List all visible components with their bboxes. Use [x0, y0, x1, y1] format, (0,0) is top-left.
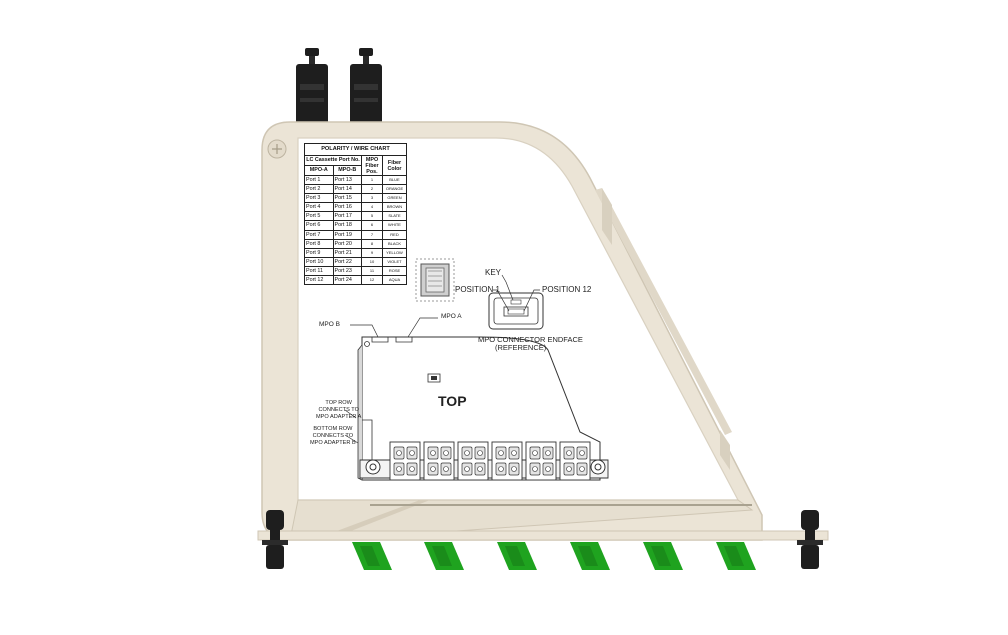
- fiber-color-cell: ROSE: [382, 265, 407, 277]
- mpo-a-cell: Port 5: [304, 211, 334, 222]
- mpo-a-cell: Port 11: [304, 265, 334, 277]
- endface-label: MPO CONNECTOR ENDFACE: [478, 335, 583, 344]
- top-row-line: TOP ROW: [325, 400, 352, 406]
- fiber-color-header: Fiber Color: [382, 155, 407, 176]
- mpo-b-header: MPO-B: [332, 165, 362, 176]
- fiber-color-cell: BROWN: [382, 202, 407, 213]
- push-pin-right: [797, 510, 823, 569]
- mpo-connector-left: [296, 48, 328, 126]
- position-1-label: POSITION 1: [455, 285, 500, 294]
- mpo-b-cell: Port 21: [332, 247, 362, 258]
- fiber-color-cell: SLATE: [382, 211, 407, 222]
- top-row-line: CONNECTS TO: [318, 407, 359, 413]
- top-row-line: MPO ADAPTER A: [316, 414, 362, 420]
- mpo-b-cell: Port 22: [332, 256, 362, 267]
- bottom-row-line: MPO ADAPTER B: [310, 440, 356, 446]
- mpo-leader-lines: [344, 317, 438, 444]
- mpo-a-cell: Port 4: [304, 202, 334, 213]
- mpo-endface-reference: [488, 274, 544, 330]
- mpo-b-cell: Port 17: [332, 211, 362, 222]
- position-12-label: POSITION 12: [542, 285, 592, 294]
- fiber-color-cell: GREEN: [382, 193, 407, 204]
- mpo-a-cell: Port 9: [304, 247, 334, 258]
- fiber-color-cell: YELLOW: [382, 247, 407, 258]
- fiber-color-cell: VIOLET: [382, 256, 407, 267]
- mpo-a-cell: Port 1: [304, 174, 334, 186]
- mpo-b-cell: Port 19: [332, 229, 362, 240]
- cassette-module-drawing: [357, 336, 609, 481]
- polarity-wire-chart: POLARITY / WIRE CHART LC Cassette Port N…: [304, 143, 407, 286]
- bottom-row-line: CONNECTS TO: [312, 433, 354, 439]
- mpo-a-cell: Port 3: [304, 193, 334, 204]
- endface-reference-label: (REFERENCE): [495, 343, 547, 352]
- mpo-b-cell: Port 20: [332, 238, 362, 249]
- lc-port-header: LC Cassette Port No.: [304, 155, 362, 166]
- fiber-color-cell: AQUA: [382, 275, 407, 286]
- mpo-a-cell: Port 12: [304, 275, 334, 286]
- fiber-pos-cell: 6: [361, 220, 383, 231]
- mpo-a-cell: Port 8: [304, 238, 334, 249]
- mpo-a-label: MPO A: [441, 313, 462, 320]
- fiber-pos-cell: 5: [361, 211, 383, 222]
- fiber-pos-cell: 1: [361, 174, 383, 186]
- fiber-pos-cell: 4: [361, 202, 383, 213]
- mpo-b-cell: Port 16: [332, 202, 362, 213]
- fiber-pos-cell: 11: [361, 265, 383, 277]
- fiber-color-cell: ORANGE: [382, 184, 407, 195]
- mpo-adapter-icon: [415, 258, 455, 302]
- mpo-a-cell: Port 2: [304, 184, 334, 195]
- mpo-pos-header: MPO Fiber Pos.: [361, 155, 383, 176]
- fiber-color-cell: BLUE: [382, 174, 407, 186]
- mpo-b-cell: Port 13: [332, 174, 362, 186]
- mpo-b-cell: Port 18: [332, 220, 362, 231]
- push-pin-left: [262, 510, 288, 569]
- top-label: TOP: [438, 393, 467, 409]
- bottom-row-note: BOTTOM ROW CONNECTS TO MPO ADAPTER B: [310, 426, 356, 447]
- fiber-color-cell: WHITE: [382, 220, 407, 231]
- mpo-a-header: MPO-A: [304, 165, 334, 176]
- mpo-b-cell: Port 15: [332, 193, 362, 204]
- fiber-color-cell: RED: [382, 229, 407, 240]
- key-label: KEY: [485, 268, 502, 277]
- fiber-pos-cell: 7: [361, 229, 383, 240]
- fiber-pos-cell: 2: [361, 184, 383, 195]
- mpo-a-cell: Port 7: [304, 229, 334, 240]
- mpo-a-cell: Port 6: [304, 220, 334, 231]
- mpo-b-cell: Port 24: [332, 275, 362, 286]
- top-row-note: TOP ROW CONNECTS TO MPO ADAPTER A: [316, 400, 361, 421]
- fiber-pos-cell: 10: [361, 256, 383, 267]
- fiber-pos-cell: 12: [361, 275, 383, 286]
- fiber-pos-cell: 8: [361, 238, 383, 249]
- mpo-b-cell: Port 23: [332, 265, 362, 277]
- mpo-b-label: MPO B: [319, 321, 340, 328]
- mpo-b-cell: Port 14: [332, 184, 362, 195]
- mpo-a-cell: Port 10: [304, 256, 334, 267]
- lc-boot-row: [352, 542, 756, 570]
- fiber-pos-cell: 9: [361, 247, 383, 258]
- mounting-plate: [257, 530, 829, 541]
- fiber-color-cell: BLACK: [382, 238, 407, 249]
- mpo-connector-right: [350, 48, 382, 126]
- fiber-pos-cell: 3: [361, 193, 383, 204]
- chart-title: POLARITY / WIRE CHART: [304, 143, 407, 156]
- bottom-row-line: BOTTOM ROW: [313, 426, 353, 432]
